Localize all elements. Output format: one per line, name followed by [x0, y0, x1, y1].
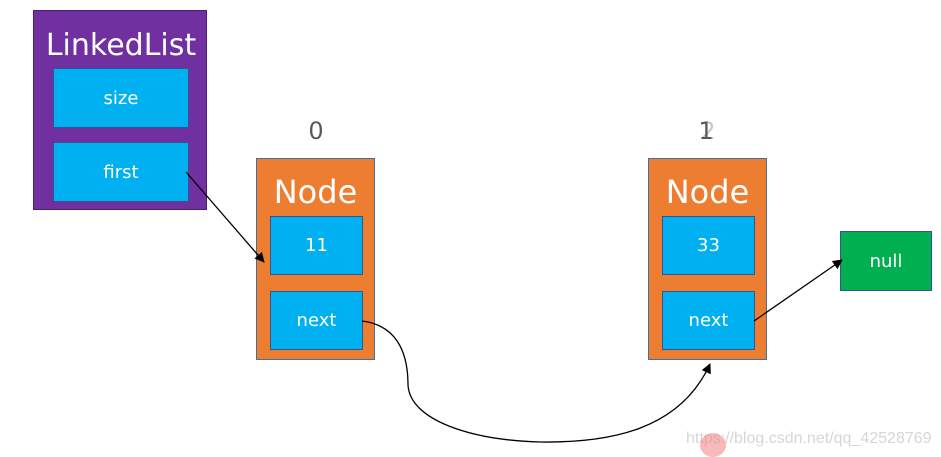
node-0-title: Node [273, 173, 358, 211]
arrow-node-0-to-node-1 [361, 320, 711, 443]
cursor-highlight [700, 433, 726, 457]
node-0: Node 11 next [256, 158, 375, 360]
arrow-first-to-node-0 [185, 171, 265, 263]
node-0-value-field: 11 [270, 216, 363, 275]
node-0-next-field: next [270, 291, 363, 350]
watermark-text: https://blog.csdn.net/qq_42528769 [686, 430, 932, 447]
index-label-1: 1 [698, 117, 714, 145]
index-label-0: 0 [308, 117, 324, 145]
node-1-title: Node [665, 173, 750, 211]
node-1: Node 33 next [648, 158, 767, 360]
node-1-value-field: 33 [662, 216, 755, 275]
null-box: null [840, 231, 932, 291]
size-field: size [53, 68, 189, 128]
first-field: first [53, 142, 189, 202]
node-1-next-field: next [662, 291, 755, 350]
linkedlist-title: LinkedList [45, 28, 197, 63]
arrow-node-1-to-null [753, 259, 843, 322]
linkedlist-box: LinkedList size first [33, 10, 207, 210]
index-label-ghost: 2 [700, 117, 716, 145]
